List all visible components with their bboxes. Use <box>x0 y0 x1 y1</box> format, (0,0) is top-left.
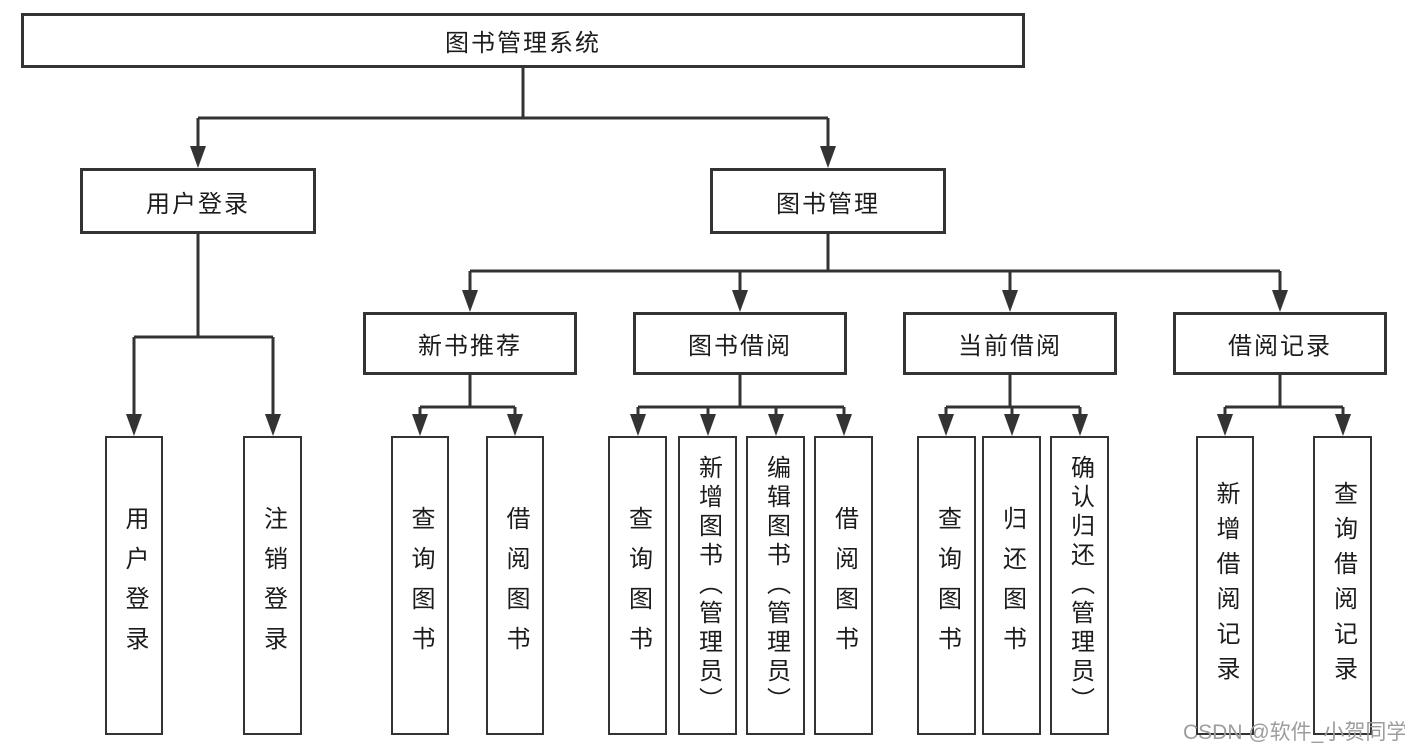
leaf-add-borrow-record: 新增借阅记录 <box>1196 436 1254 735</box>
leaf-query-books-borrow: 查询图书 <box>608 436 667 735</box>
leaf-label: 查询借阅记录 <box>1329 480 1357 691</box>
leaf-label: 查询图书 <box>933 505 961 666</box>
node-label: 新书推荐 <box>418 333 522 360</box>
leaf-label: 借阅图书 <box>830 505 858 666</box>
leaf-label: 借阅图书 <box>502 505 529 666</box>
leaf-label: 新增借阅记录 <box>1212 480 1239 691</box>
node-label: 图书管理系统 <box>445 30 601 57</box>
node-book-management: 图书管理 <box>710 168 946 234</box>
leaf-label: 归还图书 <box>998 505 1026 666</box>
leaf-edit-book-admin: 编辑图书（管理员） <box>746 436 805 735</box>
node-label: 图书借阅 <box>688 333 792 360</box>
leaf-label: 新增图书（管理员） <box>694 455 722 716</box>
leaf-add-book-admin: 新增图书（管理员） <box>678 436 737 735</box>
leaf-borrow-books: 借阅图书 <box>814 436 873 735</box>
node-label: 用户登录 <box>146 190 250 218</box>
node-book-borrow: 图书借阅 <box>633 312 847 375</box>
node-label: 当前借阅 <box>958 333 1062 360</box>
csdn-watermark: CSDN @软件_小贺同学 <box>1183 721 1405 744</box>
leaf-logout: 注销登录 <box>243 436 302 735</box>
leaf-user-login: 用户登录 <box>105 436 163 735</box>
leaf-label: 用户登录 <box>121 505 148 666</box>
leaf-label: 注销登录 <box>259 505 287 666</box>
node-current-borrow: 当前借阅 <box>903 312 1117 375</box>
leaf-confirm-return-admin: 确认归还（管理员） <box>1050 436 1109 735</box>
leaf-label: 编辑图书（管理员） <box>762 455 790 716</box>
leaf-label: 确认归还（管理员） <box>1066 455 1094 716</box>
leaf-query-books-recommend: 查询图书 <box>391 436 449 735</box>
node-label: 借阅记录 <box>1228 333 1332 360</box>
node-borrow-records: 借阅记录 <box>1173 312 1387 375</box>
leaf-query-books-current: 查询图书 <box>917 436 976 735</box>
leaf-borrow-books-recommend: 借阅图书 <box>486 436 544 735</box>
leaf-label: 查询图书 <box>407 505 434 666</box>
node-new-book-recommend: 新书推荐 <box>363 312 577 375</box>
leaf-query-borrow-record: 查询借阅记录 <box>1313 436 1372 735</box>
node-user-login: 用户登录 <box>80 168 316 234</box>
leaf-return-book: 归还图书 <box>982 436 1041 735</box>
node-library-management-system: 图书管理系统 <box>21 13 1025 68</box>
node-label: 图书管理 <box>776 190 880 218</box>
leaf-label: 查询图书 <box>624 505 652 666</box>
